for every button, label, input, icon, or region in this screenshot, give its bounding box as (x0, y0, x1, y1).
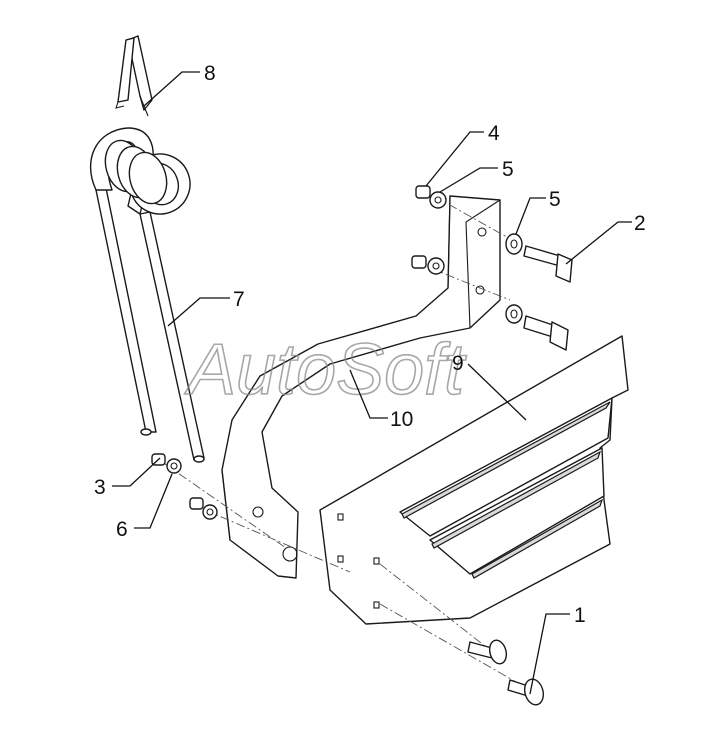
watermark-text: AutoSoft (184, 330, 467, 410)
callout-5-right: 5 (549, 188, 561, 211)
callout-7: 7 (233, 288, 245, 311)
callout-4: 4 (488, 122, 500, 145)
callout-6: 6 (116, 518, 128, 541)
hardware-parts (151, 185, 573, 706)
assembly-centerlines (164, 195, 531, 691)
callout-5-upper: 5 (502, 158, 514, 181)
spring-tine-part-7 (89, 127, 205, 463)
callout-10: 10 (390, 408, 413, 431)
bracket-part-10 (221, 195, 501, 579)
callout-labels: 8 7 4 5 5 2 3 6 9 10 1 (94, 62, 646, 627)
callout-1: 1 (574, 604, 586, 627)
callout-2: 2 (634, 212, 646, 235)
callout-9: 9 (452, 352, 464, 375)
leader-lines (112, 71, 632, 695)
plate-part-9 (319, 335, 629, 625)
callout-8: 8 (204, 62, 216, 85)
callout-3: 3 (94, 476, 106, 499)
